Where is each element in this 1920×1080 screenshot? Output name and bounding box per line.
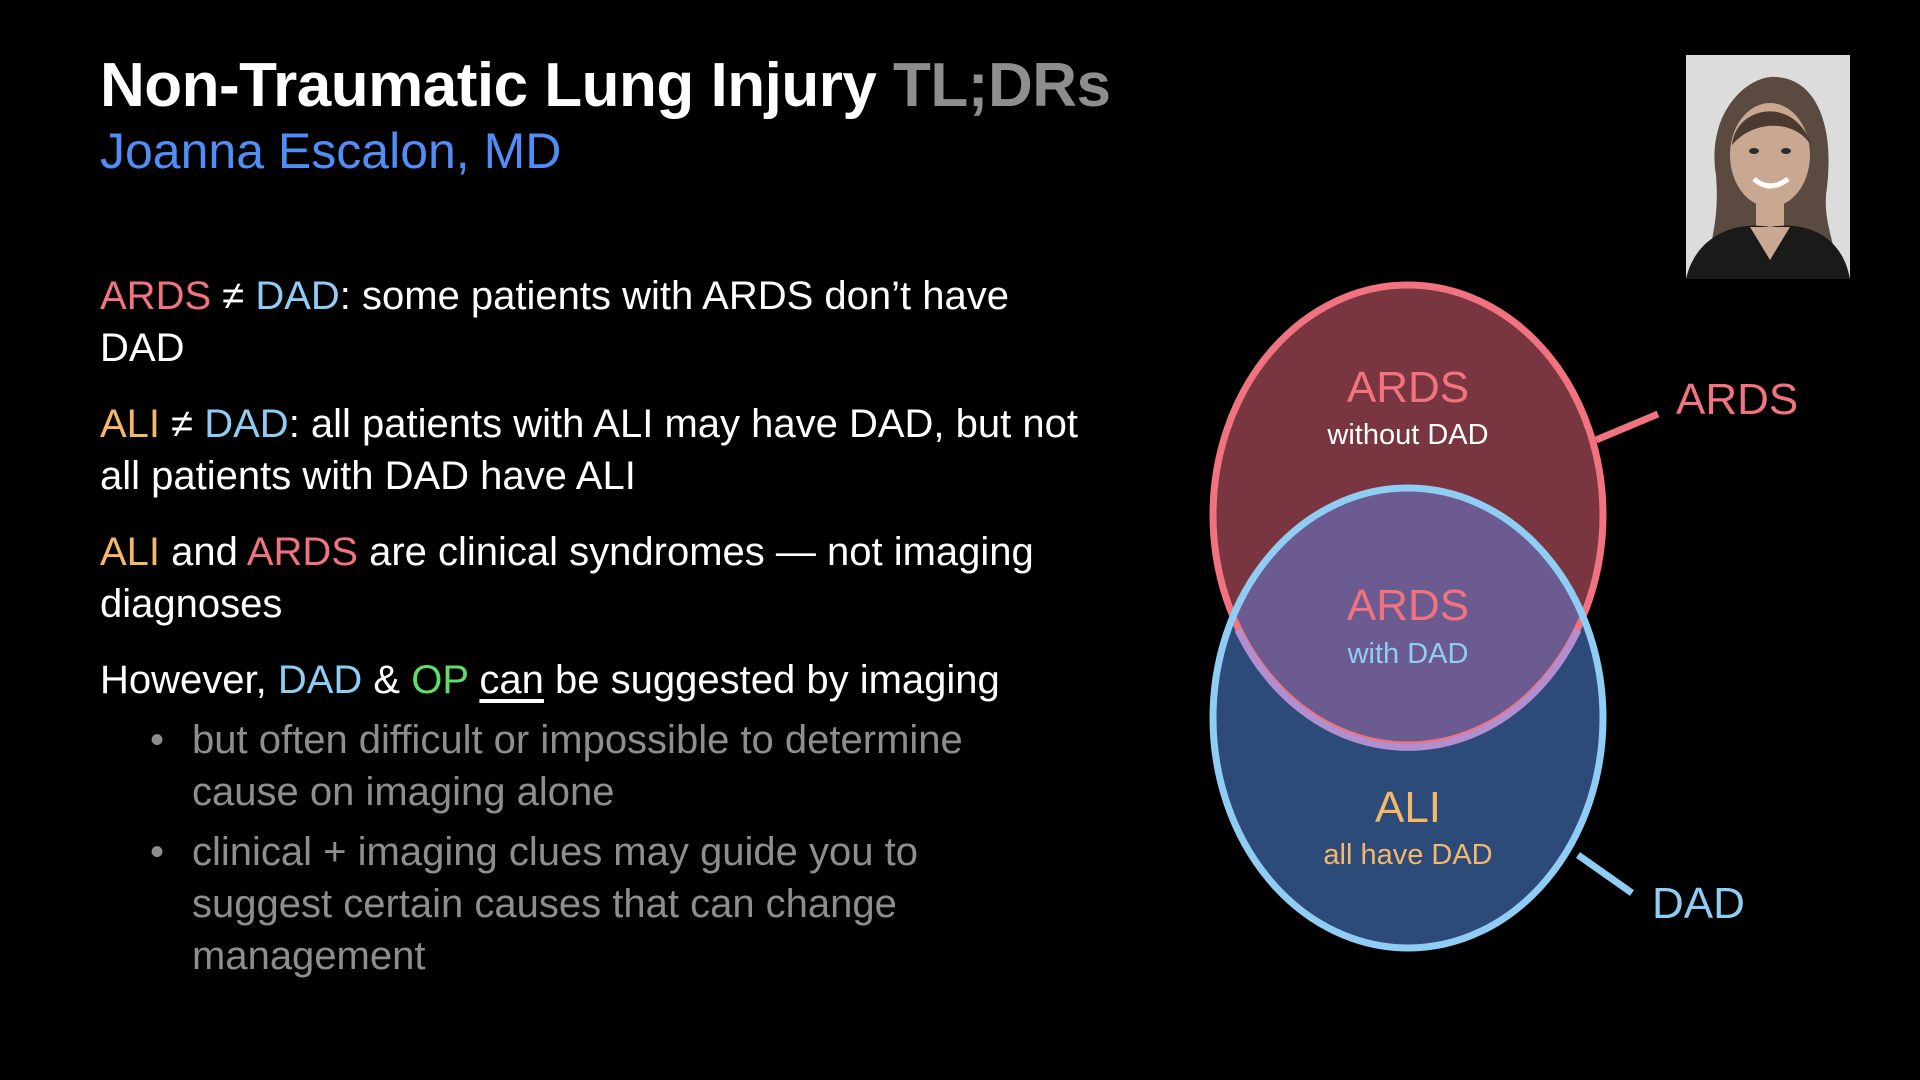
- dad-leader-line: [1575, 852, 1635, 896]
- venn-ards-only-sub: without DAD: [1326, 419, 1488, 451]
- emphasis-can: can: [479, 658, 544, 702]
- author-name: Joanna Escalon, MD: [100, 123, 562, 179]
- term-ali: ALI: [100, 402, 161, 446]
- venn-overlap-title: ARDS: [1347, 581, 1469, 630]
- term-ards: ARDS: [246, 530, 358, 574]
- venn-ali-sub: all have DAD: [1323, 839, 1492, 871]
- venn-ards-label: ARDS: [1676, 375, 1798, 424]
- venn-overlap-sub: with DAD: [1347, 638, 1469, 670]
- point-ards-vs-dad: ARDS ≠ DAD: some patients with ARDS don’…: [100, 270, 1100, 374]
- sub-bullet-text: but often difficult or impossible to det…: [192, 718, 963, 814]
- not-equal-sign: ≠: [160, 402, 205, 446]
- slide-title: Non-Traumatic Lung Injury TL;DRs: [100, 50, 1111, 121]
- term-ards: ARDS: [100, 274, 212, 318]
- point-text: : all patients with ALI may have DAD, bu…: [100, 402, 1078, 498]
- term-op: OP: [411, 658, 469, 702]
- point-clinical-syndromes: ALI and ARDS are clinical syndromes — no…: [100, 526, 1100, 630]
- term-dad: DAD: [204, 402, 289, 446]
- venn-ali-title: ALI: [1375, 783, 1441, 832]
- overlap-edge: [1234, 628, 1582, 751]
- overlap-region: [1213, 488, 1603, 745]
- point-text: be suggested by imaging: [543, 658, 1000, 702]
- dad-circle-outline: [1209, 484, 1607, 952]
- point-ali-vs-dad: ALI ≠ DAD: all patients with ALI may hav…: [100, 398, 1100, 502]
- point-imaging: However, DAD & OP can be suggested by im…: [100, 654, 1100, 706]
- ards-leader-line: [1594, 410, 1660, 444]
- bullet-dot-icon: •: [150, 718, 165, 762]
- title-main: Non-Traumatic Lung Injury: [100, 51, 877, 120]
- conjunction: and: [160, 530, 247, 574]
- title-suffix: TL;DRs: [893, 51, 1111, 120]
- term-dad: DAD: [255, 274, 340, 318]
- sub-bullet: • but often difficult or impossible to de…: [100, 714, 1012, 818]
- key-points: ARDS ≠ DAD: some patients with ARDS don’…: [100, 270, 1100, 990]
- ampersand: &: [362, 658, 412, 702]
- sub-bullet-text: clinical + imaging clues may guide you t…: [192, 830, 918, 978]
- sub-bullet: • clinical + imaging clues may guide you …: [100, 826, 1012, 982]
- lead-text: However,: [100, 658, 278, 702]
- author-photo: [1686, 55, 1850, 279]
- not-equal-sign: ≠: [211, 274, 256, 318]
- venn-ards-only-title: ARDS: [1347, 363, 1469, 412]
- sub-bullet-list: • but often difficult or impossible to de…: [100, 714, 1100, 982]
- term-dad: DAD: [277, 658, 363, 702]
- point-text: are clinical syndromes — not imaging dia…: [100, 530, 1034, 626]
- bullet-dot-icon: •: [150, 830, 165, 874]
- point-text: : some patients with ARDS don’t have DAD: [100, 274, 1010, 370]
- venn-dad-label: DAD: [1652, 879, 1745, 928]
- term-ali: ALI: [100, 530, 161, 574]
